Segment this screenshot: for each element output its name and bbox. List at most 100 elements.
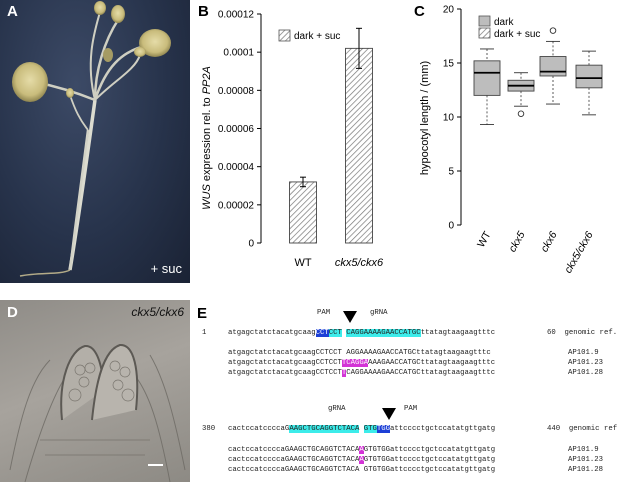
category-label: ckx5 (506, 229, 527, 254)
category-label: ckx5/ckx6 (562, 229, 596, 275)
ref-2-grna-a: AAGCTGCAGGTCTACA (289, 425, 360, 433)
y-tick-label: 0.00012 (218, 10, 255, 21)
legend-swatch-dark (478, 15, 491, 27)
seq-part: atgagctatctacatgcaagCCTCCT (228, 369, 342, 377)
seq-part: atgagctatctacatgcaagCCTCCT (228, 359, 342, 367)
outlier-point (549, 27, 557, 34)
ref-1-grna-a: CCT (328, 329, 342, 337)
cut-site-marker-1 (343, 311, 357, 323)
sample-label: AP101.9 (568, 349, 599, 357)
sample-label: AP101.23 (568, 359, 604, 367)
aligned-sequence: cactccatccccaGAAGCTGCAGGTCTACAAGTGTGGatt… (228, 446, 495, 455)
ref-end-2-value: 440 (547, 425, 561, 433)
seq-mutation: A (359, 456, 364, 464)
ref-end-1: 60 genomic ref. (547, 329, 617, 337)
category-label: WT (475, 229, 494, 250)
legend-swatch-hatched (278, 29, 291, 42)
seq-part: AGGAAAAGAACCATGCttatagtaagaagtttc (346, 349, 491, 357)
ref-start-1: 1 (202, 329, 207, 337)
y-tick-label: 0.00004 (218, 162, 255, 173)
category-label: ckx6 (538, 229, 559, 254)
ref-seq-1: atgagctatctacatgcaagCCTCCT CAGGAAAAGAACC… (228, 329, 495, 338)
seq-part: GTGTGGattcccctgctccatatgttgatg (363, 446, 496, 454)
box-plot: hypocotyl length / (mm) 0 5 10 15 20 WT ckx5 c… (419, 5, 603, 275)
y-tick-label: 0.00006 (218, 124, 255, 135)
legend-label-dark-suc: dark + suc (294, 31, 340, 42)
y-tick-label: 0.00002 (218, 200, 255, 211)
box (473, 60, 501, 96)
y-tick-label: 10 (443, 113, 455, 124)
bar-chart: WUS expression rel. to PP2A 0 0.00002 0.00… (201, 10, 384, 270)
ref-1-grna-b: CAGGAAAAGAACCATGC (346, 329, 421, 337)
legend-label-dark-suc: dark + suc (494, 29, 540, 40)
scale-bar (148, 464, 163, 466)
y-tick-label: 20 (443, 5, 455, 16)
seq-part: CAGGAAAAGAACCATGCttatagtaagaagtttc (346, 369, 496, 377)
aligned-sequence: atgagctatctacatgcaagCCTCCTTCAGGAAAAGAACC… (228, 359, 495, 368)
category-label: WT (294, 257, 311, 269)
bar (345, 47, 373, 244)
category-label: ckx5/ckx6 (335, 257, 384, 269)
seq-part: cactccatccccaGAAGCTGCAGGTCTACA (228, 466, 360, 474)
y-tick-label: 5 (448, 167, 454, 178)
aligned-sequence: cactccatccccaGAAGCTGCAGGTCTACA GTGTGGatt… (228, 466, 495, 475)
ref-2-pre: cactccatccccaG (228, 425, 290, 433)
ref-end-1-value: 60 (547, 329, 556, 337)
panel-letter-d: D (7, 304, 18, 321)
pam-label-2: PAM (404, 405, 418, 413)
seq-part: AAAGAACCATGCttatagtaagaagtttc (368, 359, 496, 367)
y-axis-label-part-1: WUS (201, 184, 213, 210)
panel-letter-b: B (198, 3, 209, 20)
aligned-sequence: atgagctatctacatgcaagCCTCCTTCAGGAAAAGAACC… (228, 369, 495, 378)
outlier-point (517, 110, 525, 118)
box (539, 56, 567, 77)
ref-end-2: 440 genomic ref. (547, 425, 617, 433)
sample-label: AP101.28 (568, 466, 604, 474)
panel-letter-e: E (197, 305, 208, 322)
panel-a-caption: + suc (150, 261, 182, 276)
ref-1-pre: atgagctatctacatgcaag (228, 329, 316, 337)
sample-label: AP101.9 (568, 446, 599, 454)
meristem-illustration (9, 343, 186, 482)
seq-part: atgagctatctacatgcaagCCTCCT (228, 349, 347, 357)
y-axis-label: WUS expression rel. to PP2A (201, 66, 213, 210)
ref-2-grna-b: GTG (363, 425, 377, 433)
sample-label: AP101.23 (568, 456, 604, 464)
y-tick-label: 15 (443, 59, 455, 70)
seq-part: GTGTGGattcccctgctccatatgttgatg (363, 456, 496, 464)
y-tick-label: 0.0001 (223, 48, 254, 59)
seq-mutation: T (341, 369, 347, 377)
aligned-sequence: cactccatccccaGAAGCTGCAGGTCTACAAGTGTGGatt… (228, 456, 495, 465)
box (575, 64, 603, 89)
y-tick-label: 0 (248, 239, 254, 250)
sample-label: AP101.28 (568, 369, 604, 377)
seedling-illustration (12, 1, 171, 277)
bar (289, 181, 317, 244)
ref-1-pam: CCT (315, 329, 329, 337)
panel-letter-c: C (414, 3, 425, 20)
y-tick-label: 0 (448, 221, 454, 232)
panel-d-caption: ckx5/ckx6 (131, 305, 184, 319)
legend-swatch-dark-suc (478, 27, 491, 39)
ref-2-post: attcccctgctccatatgttgatg (390, 425, 496, 433)
grna-label-2: gRNA (328, 405, 346, 413)
seq-part: cactccatccccaGAAGCTGCAGGTCTACA (228, 446, 360, 454)
y-tick-label: 0.00008 (218, 86, 255, 97)
sequence-alignment: PAM gRNA atgagctatctacatgcaagCCTCCT CAGG… (190, 300, 617, 482)
pam-label-1: PAM (317, 309, 331, 317)
grna-label-1: gRNA (370, 309, 388, 317)
seq-part: GTGTGGattcccctgctccatatgttgatg (359, 466, 496, 474)
ref-label-2: genomic ref. (568, 425, 617, 433)
ref-start-2: 380 (202, 425, 216, 433)
seedling-photo: A + suc (0, 0, 190, 283)
cut-site-marker-2 (382, 408, 396, 420)
y-axis-label-part-2: expression rel. to (201, 94, 213, 184)
legend-label-dark: dark (494, 17, 514, 28)
meristem-micrograph: D ckx5/ckx6 (0, 300, 190, 482)
ref-1-post: ttatagtaagaagtttc (420, 329, 496, 337)
ref-label-1: genomic ref. (564, 329, 617, 337)
ref-seq-2: cactccatccccaGAAGCTGCAGGTCTACA GTGTGGatt… (228, 425, 495, 434)
panel-letter-a: A (7, 3, 18, 20)
y-axis-label: hypocotyl length / (mm) (419, 61, 431, 175)
ref-2-pam: TGG (376, 425, 391, 433)
